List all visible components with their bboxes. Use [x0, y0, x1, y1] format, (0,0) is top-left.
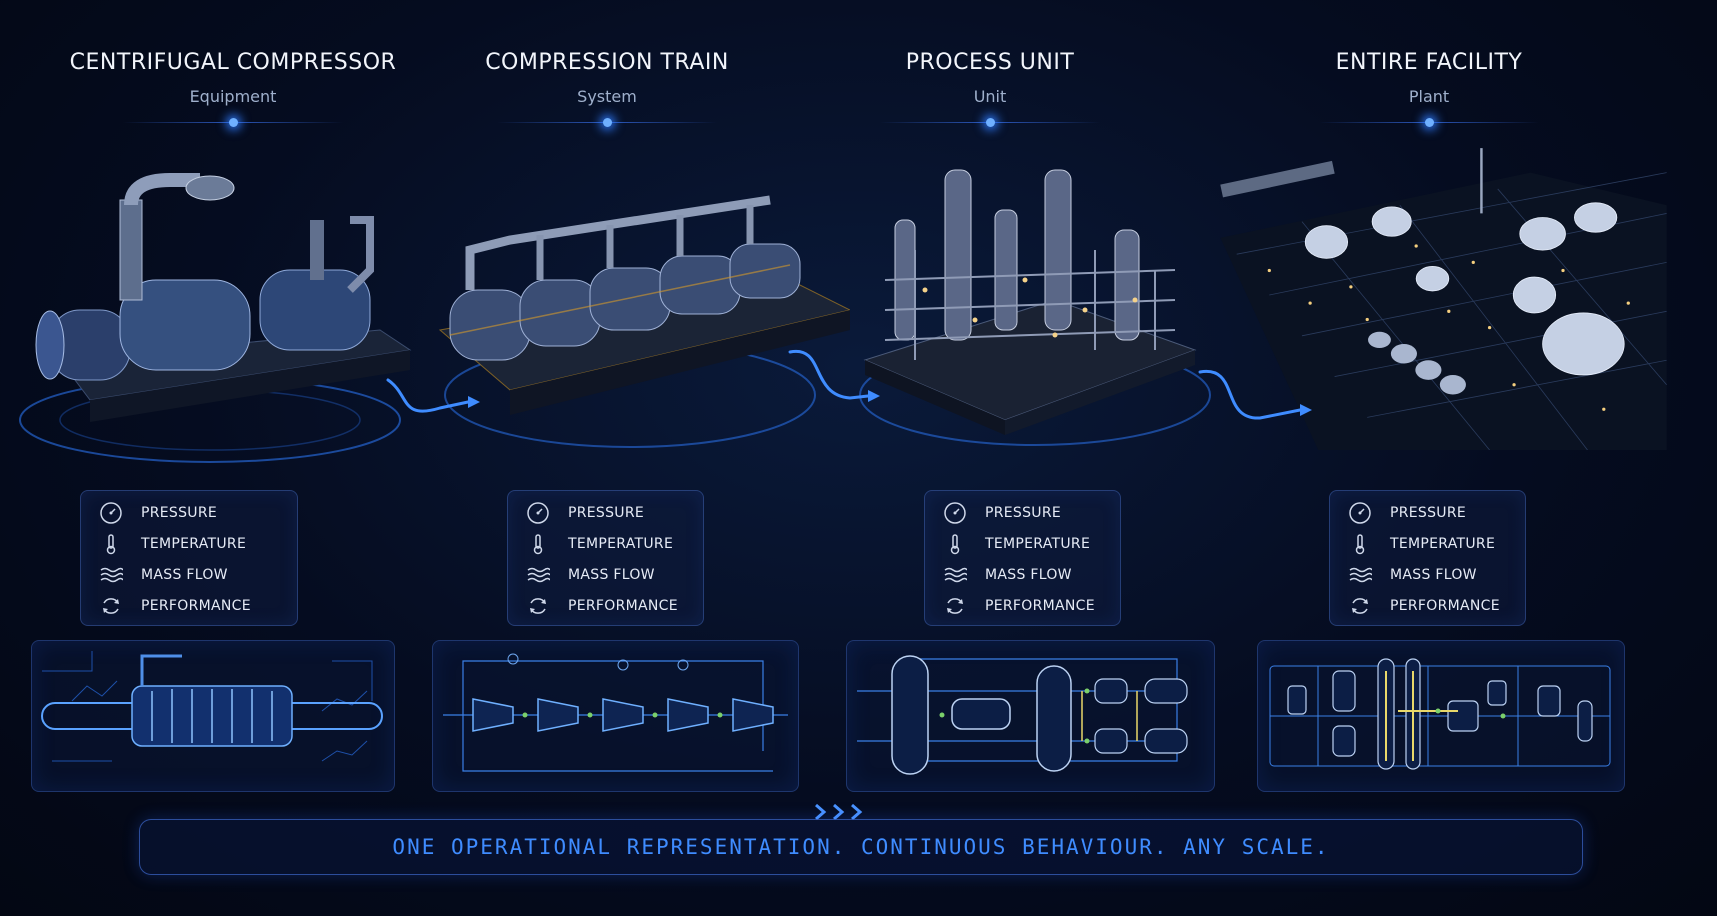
waves-icon: [100, 567, 123, 582]
thermometer-icon: [106, 533, 116, 554]
metric-row: PRESSURE: [925, 497, 1120, 528]
tagline-banner: ONE OPERATIONAL REPRESENTATION. CONTINUO…: [139, 819, 1583, 875]
schematic-unit: [846, 640, 1215, 792]
metric-row: PERFORMANCE: [925, 590, 1120, 621]
header-divider: [1319, 118, 1539, 127]
header-divider: [123, 118, 343, 127]
metric-label: PERFORMANCE: [141, 597, 251, 614]
metric-label: PERFORMANCE: [1390, 597, 1500, 614]
gauge-icon: [1349, 501, 1371, 524]
schematic-system: [432, 640, 799, 792]
node-dot: [603, 118, 612, 127]
metric-row: TEMPERATURE: [81, 528, 297, 559]
header-divider: [880, 118, 1100, 127]
metrics-panel-unit: PRESSURE TEMPERATURE MASS FLOW PERFORMAN…: [924, 490, 1121, 626]
metric-label: MASS FLOW: [1390, 566, 1477, 583]
schematic-equipment: [31, 640, 395, 792]
metric-label: PRESSURE: [568, 504, 645, 521]
metric-row: PERFORMANCE: [1330, 590, 1525, 621]
header-divider: [497, 118, 717, 127]
metric-row: PERFORMANCE: [81, 590, 297, 621]
metric-label: PRESSURE: [141, 504, 218, 521]
cycle-icon: [947, 597, 963, 614]
metric-label: MASS FLOW: [985, 566, 1072, 583]
metric-row: TEMPERATURE: [925, 528, 1120, 559]
metric-label: MASS FLOW: [568, 566, 655, 583]
column-header-system: COMPRESSION TRAIN System: [427, 50, 787, 127]
thermometer-icon: [1355, 533, 1365, 554]
facility-schematic: [1269, 658, 1611, 770]
metric-row: PRESSURE: [1330, 497, 1525, 528]
compression-train-illustration: [438, 195, 850, 448]
compressor-schematic: [41, 651, 383, 762]
cycle-icon: [530, 597, 546, 614]
metric-row: MASS FLOW: [925, 559, 1120, 590]
metric-row: TEMPERATURE: [508, 528, 703, 559]
chevrons-icon: [815, 803, 863, 821]
column-subtitle: Unit: [973, 87, 1007, 106]
tagline-text: ONE OPERATIONAL REPRESENTATION. CONTINUO…: [392, 835, 1330, 859]
metric-row: MASS FLOW: [1330, 559, 1525, 590]
gauge-icon: [527, 501, 549, 524]
column-header-plant: ENTIRE FACILITY Plant: [1249, 50, 1609, 127]
column-header-unit: PROCESS UNIT Unit: [810, 50, 1170, 127]
waves-icon: [1349, 567, 1372, 582]
metric-label: MASS FLOW: [141, 566, 228, 583]
process-unit-schematic: [857, 655, 1188, 775]
metric-label: PERFORMANCE: [985, 597, 1095, 614]
metric-label: TEMPERATURE: [1390, 535, 1496, 552]
schematic-plant: [1257, 640, 1625, 792]
metric-row: PRESSURE: [81, 497, 297, 528]
node-dot: [229, 118, 238, 127]
metrics-panel-equipment: PRESSURE TEMPERATURE MASS FLOW PERFORMAN…: [80, 490, 298, 626]
compressor-illustration: [19, 173, 412, 463]
metric-label: TEMPERATURE: [985, 535, 1091, 552]
thermometer-icon: [533, 533, 543, 554]
column-header-equipment: CENTRIFUGAL COMPRESSOR Equipment: [53, 50, 413, 127]
waves-icon: [944, 567, 967, 582]
thermometer-icon: [950, 533, 960, 554]
gauge-icon: [944, 501, 966, 524]
metric-row: PRESSURE: [508, 497, 703, 528]
metric-row: PERFORMANCE: [508, 590, 703, 621]
column-title: COMPRESSION TRAIN: [485, 50, 729, 75]
metric-label: PERFORMANCE: [568, 597, 678, 614]
column-title: CENTRIFUGAL COMPRESSOR: [69, 50, 397, 75]
metric-row: MASS FLOW: [81, 559, 297, 590]
cycle-icon: [103, 597, 119, 614]
column-title: ENTIRE FACILITY: [1335, 50, 1523, 75]
gauge-icon: [100, 501, 122, 524]
metric-label: TEMPERATURE: [568, 535, 674, 552]
cycle-icon: [1352, 597, 1368, 614]
metrics-panel-plant: PRESSURE TEMPERATURE MASS FLOW PERFORMAN…: [1329, 490, 1526, 626]
column-title: PROCESS UNIT: [905, 50, 1075, 75]
column-subtitle: System: [577, 87, 637, 106]
facility-illustration: [1220, 148, 1667, 450]
metric-label: PRESSURE: [1390, 504, 1467, 521]
compression-train-schematic: [443, 653, 788, 772]
metric-row: MASS FLOW: [508, 559, 703, 590]
metric-label: TEMPERATURE: [141, 535, 247, 552]
column-subtitle: Plant: [1408, 87, 1450, 106]
waves-icon: [527, 567, 550, 582]
metrics-panel-system: PRESSURE TEMPERATURE MASS FLOW PERFORMAN…: [507, 490, 704, 626]
process-unit-illustration: [859, 169, 1211, 446]
column-subtitle: Equipment: [189, 87, 277, 106]
metric-label: PRESSURE: [985, 504, 1062, 521]
node-dot: [986, 118, 995, 127]
node-dot: [1425, 118, 1434, 127]
metric-row: TEMPERATURE: [1330, 528, 1525, 559]
